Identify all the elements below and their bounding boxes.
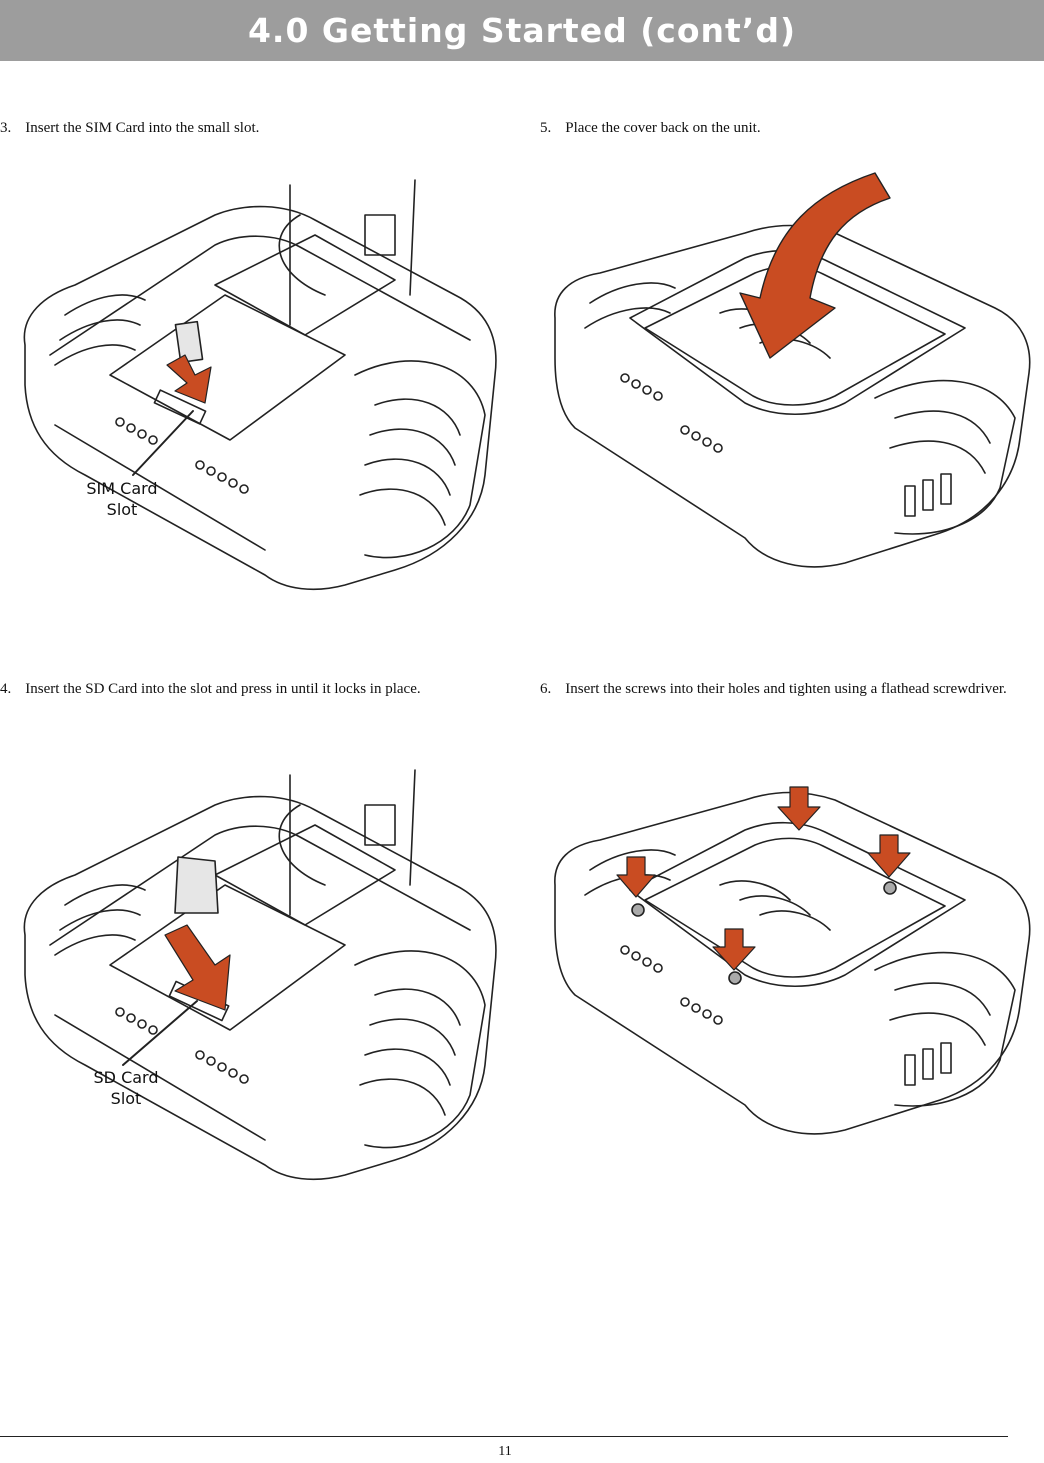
callout-line: Slot	[76, 1088, 176, 1109]
callout-line: SD Card	[76, 1067, 176, 1088]
step-number: 4.	[0, 679, 11, 699]
sd-card-illustration	[15, 765, 505, 1185]
step-5: 5. Place the cover back on the unit.	[540, 118, 1044, 138]
page-number: 11	[0, 1444, 1010, 1460]
step-6: 6. Insert the screws into their holes an…	[540, 679, 1044, 699]
callout-line: Slot	[72, 499, 172, 520]
step-text: Insert the SIM Card into the small slot.	[25, 118, 500, 138]
step-number: 3.	[0, 118, 11, 138]
step-text: Insert the screws into their holes and t…	[565, 679, 1044, 699]
page-header: 4.0 Getting Started (cont’d)	[0, 0, 1044, 61]
step-number: 5.	[540, 118, 551, 138]
callout-line: SIM Card	[72, 478, 172, 499]
step-4: 4. Insert the SD Card into the slot and …	[0, 679, 500, 699]
sd-card-slot-callout: SD Card Slot	[76, 1067, 176, 1109]
step-text: Insert the SD Card into the slot and pre…	[25, 679, 500, 699]
screws-illustration	[545, 785, 1035, 1140]
cover-illustration	[545, 168, 1035, 573]
step-text: Place the cover back on the unit.	[565, 118, 1044, 138]
sim-card-illustration	[15, 175, 505, 595]
step-3: 3. Insert the SIM Card into the small sl…	[0, 118, 500, 138]
footer-rule	[0, 1436, 1008, 1437]
step-number: 6.	[540, 679, 551, 699]
sim-card-slot-callout: SIM Card Slot	[72, 478, 172, 520]
page-title: 4.0 Getting Started (cont’d)	[248, 11, 796, 50]
